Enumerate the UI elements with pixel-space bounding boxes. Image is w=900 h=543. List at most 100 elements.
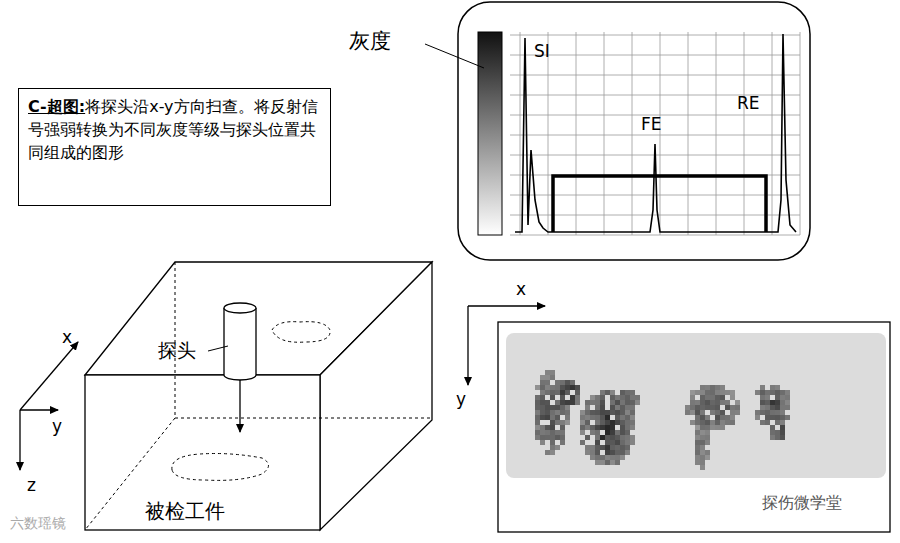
c-scan-pixel <box>765 420 770 425</box>
c-scan-pixel <box>545 425 550 430</box>
c-scan-pixel <box>555 410 560 415</box>
c-scan-pixel <box>710 425 715 430</box>
c-scan-pixel <box>730 390 735 395</box>
c-scan-pixel <box>765 390 770 395</box>
c-scan-pixel <box>700 390 705 395</box>
c-scan-pixel <box>630 420 635 425</box>
c-scan-pixel <box>540 435 545 440</box>
c-scan-pixel <box>590 430 595 435</box>
c-scan-pixel <box>580 410 585 415</box>
c-scan-pixel <box>545 450 550 455</box>
c-scan-pixel <box>610 390 615 395</box>
c-scan-pixel <box>585 420 590 425</box>
c-scan-pixel <box>600 445 605 450</box>
c-scan-pixel <box>585 400 590 405</box>
c-scan-pixel <box>705 395 710 400</box>
scope-panel <box>458 2 810 260</box>
c-scan-pixel <box>595 455 600 460</box>
c-scan-pixel <box>775 385 780 390</box>
c-scan-pixel <box>545 390 550 395</box>
c-scan-pixel <box>700 425 705 430</box>
c-scan-pixel <box>540 395 545 400</box>
c-scan-pixel <box>540 405 545 410</box>
c-scan-pixel <box>615 395 620 400</box>
part-label: 探头 <box>158 340 196 361</box>
a-scan-signal <box>515 34 796 232</box>
c-scan-pixel <box>595 420 600 425</box>
c-scan-pixel <box>615 445 620 450</box>
c-scan-pixel <box>535 405 540 410</box>
c-scan-pixel <box>760 390 765 395</box>
c-scan-pixel <box>600 455 605 460</box>
grid-line <box>510 55 800 56</box>
c-scan-pixel <box>595 440 600 445</box>
c-scan-pixel <box>555 415 560 420</box>
c-scan-pixel <box>630 440 635 445</box>
c-scan-pixel <box>590 425 595 430</box>
c-scan-pixel <box>755 410 760 415</box>
c-scan-pixel <box>605 450 610 455</box>
c-scan-pixel <box>780 430 785 435</box>
c-scan-pixel <box>560 400 565 405</box>
c-scan-pixel <box>600 390 605 395</box>
c-scan-pixel <box>760 410 765 415</box>
c-scan-pixel <box>585 435 590 440</box>
c-scan-pixel <box>615 455 620 460</box>
probe <box>208 303 256 432</box>
c-scan-pixel <box>595 450 600 455</box>
c-scan-pixel <box>780 415 785 420</box>
grid-line <box>688 32 689 235</box>
c-scan-pixel <box>695 455 700 460</box>
c-scan-pixel <box>550 430 555 435</box>
c-scan-pixel <box>730 415 735 420</box>
c-scan-pixel <box>760 420 765 425</box>
c-scan-pixel <box>710 405 715 410</box>
c-scan-pixel <box>705 405 710 410</box>
axis-label: x <box>516 280 526 299</box>
c-scan-pixel <box>690 410 695 415</box>
c-scan-pixel <box>590 395 595 400</box>
c-scan-pixel <box>760 385 765 390</box>
c-scan-pixel <box>770 435 775 440</box>
grid-line <box>576 32 577 235</box>
c-scan-pixel <box>735 410 740 415</box>
c-scan-pixel <box>550 395 555 400</box>
c-scan-pixel <box>630 435 635 440</box>
c-scan-pixel <box>725 390 730 395</box>
text-box: C-超图:将探头沿x-y方向扫查。将反射信号强弱转换为不同灰度等级与探头位置共同… <box>18 88 331 206</box>
c-scan-pixel <box>610 450 615 455</box>
c-scan-pixel <box>595 400 600 405</box>
c-scan-pixel <box>695 400 700 405</box>
c-scan-pixel <box>610 410 615 415</box>
c-scan-pixel <box>555 445 560 450</box>
c-scan-pixel <box>585 405 590 410</box>
c-scan-pixel <box>555 430 560 435</box>
c-scan-pixel <box>535 435 540 440</box>
c-scan-pixel <box>565 415 570 420</box>
axes-3d <box>20 342 78 470</box>
c-scan-pixel <box>785 395 790 400</box>
c-scan-pixel <box>625 390 630 395</box>
c-scan-pixel <box>625 445 630 450</box>
c-scan-pixel <box>610 400 615 405</box>
c-scan-pixel <box>545 435 550 440</box>
c-scan-pixel <box>620 445 625 450</box>
c-scan-pixel <box>715 400 720 405</box>
part-label: 被检工件 <box>145 500 225 522</box>
c-scan-pixel <box>545 400 550 405</box>
c-scan-pixel <box>550 390 555 395</box>
c-scan-pixel <box>775 395 780 400</box>
grid-line <box>772 32 773 235</box>
c-scan-pixel <box>565 380 570 385</box>
gray-scale-label: 灰度 <box>349 30 391 53</box>
axis-label: y <box>456 390 466 409</box>
c-scan-pixel <box>545 370 550 375</box>
c-scan-pixel <box>715 405 720 410</box>
c-scan-pixel <box>605 390 610 395</box>
c-scan-pixel <box>630 390 635 395</box>
c-scan-pixel <box>765 405 770 410</box>
c-scan-pixel <box>595 445 600 450</box>
c-scan-pixel <box>700 415 705 420</box>
c-scan-pixel <box>555 390 560 395</box>
c-scan-pixel <box>725 400 730 405</box>
